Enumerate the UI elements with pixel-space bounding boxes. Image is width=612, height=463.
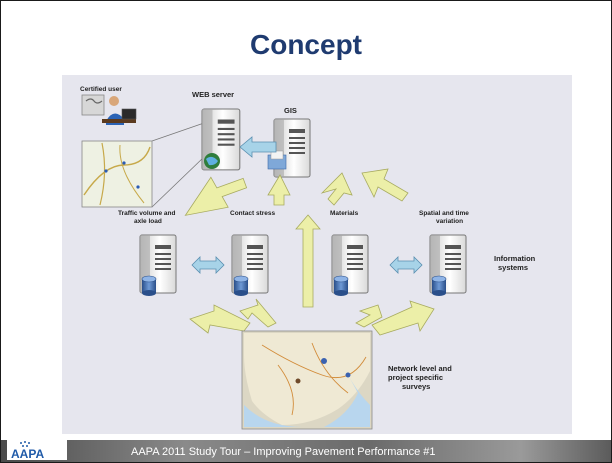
map-to-materials-arrow (355, 304, 383, 328)
traffic-to-web-arrow (184, 176, 248, 216)
gis-label: GIS (284, 106, 297, 115)
materials-to-gis-arrow (320, 172, 353, 206)
concept-diagram: Certified user WEB server (62, 75, 572, 434)
contact-stress-label: Contact stress (230, 210, 276, 217)
materials-database-icon (333, 275, 349, 297)
materials-spatial-double-arrow (389, 256, 423, 274)
information-systems-label: Information systems (494, 254, 537, 272)
network-label-line-3: surveys (402, 382, 430, 391)
traffic-label-line-1: Traffic volume and (118, 210, 175, 217)
spatial-database-icon (431, 275, 447, 297)
footer-caption: AAPA 2011 Study Tour – Improving Pavemen… (131, 446, 436, 458)
network-label-line-1: Network level and (388, 364, 452, 373)
traffic-contact-double-arrow (191, 256, 225, 274)
certified-user-icon (81, 94, 137, 125)
slide-title: Concept (250, 29, 362, 60)
zoom-callout-line (151, 156, 205, 208)
aapa-logo: AAPA (7, 440, 67, 460)
zoom-callout-line (151, 122, 205, 142)
spatial-to-gis-arrow (361, 168, 409, 202)
materials-label: Materials (330, 210, 359, 217)
traffic-label: Traffic volume and axle load (118, 210, 177, 225)
spatial-label-line-2: variation (436, 218, 463, 225)
contact-to-gis-arrow (267, 174, 291, 206)
map-to-spatial-arrow (371, 300, 435, 336)
southern-africa-map (241, 330, 373, 430)
map-to-contact-arrow (239, 298, 277, 328)
traffic-label-line-2: axle load (134, 218, 162, 225)
information-systems-line-2: systems (498, 263, 528, 272)
information-systems-line-1: Information (494, 254, 536, 263)
traffic-database-icon (141, 275, 157, 297)
svg-text:AAPA: AAPA (11, 447, 44, 460)
network-to-gis-arrow (295, 214, 321, 308)
gis-to-web-arrow (239, 136, 277, 158)
road-map-inset (81, 140, 153, 208)
certified-user-label: Certified user (80, 86, 122, 93)
web-server-label: WEB server (192, 90, 234, 99)
network-label: Network level and project specific surve… (388, 364, 454, 391)
spatial-label: Spatial and time variation (419, 210, 471, 225)
contact-stress-database-icon (233, 275, 249, 297)
spatial-label-line-1: Spatial and time (419, 210, 469, 217)
folder-icon (267, 150, 287, 170)
globe-icon (204, 153, 220, 169)
map-to-traffic-arrow (189, 304, 251, 334)
network-label-line-2: project specific (388, 373, 443, 382)
footer-bar: AAPA AAPA 2011 Study Tour – Improving Pa… (1, 440, 611, 462)
